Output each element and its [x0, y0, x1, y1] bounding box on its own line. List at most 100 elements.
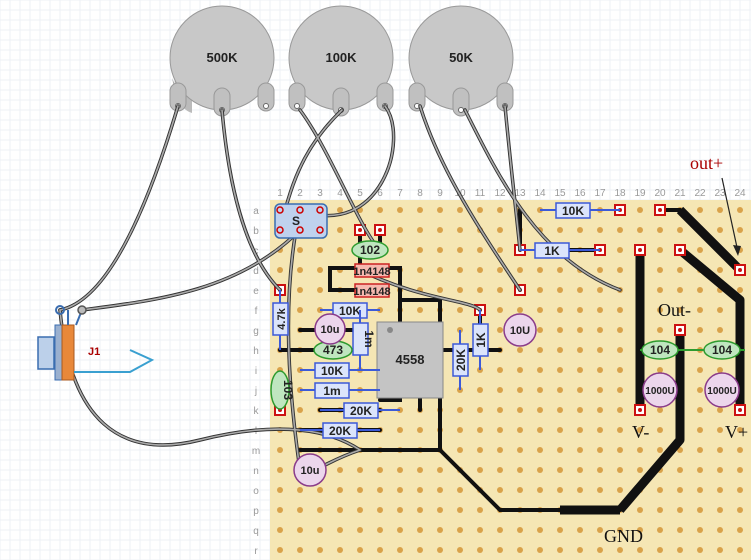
board-hole — [677, 307, 683, 313]
board-hole — [337, 467, 343, 473]
resistor-1m-h-label: 1m — [323, 384, 340, 398]
resistor-1m-h[interactable]: 1m — [300, 382, 380, 399]
board-hole — [297, 527, 303, 533]
column-label: 19 — [634, 188, 646, 199]
cap-10u-c[interactable]: 10u — [293, 453, 327, 487]
row-label: q — [253, 526, 259, 537]
resistor-20k-a[interactable]: 20K — [320, 402, 400, 419]
pot-100k[interactable]: 100K — [288, 5, 394, 117]
board-hole — [517, 267, 523, 273]
board-hole — [617, 247, 623, 253]
resistor-4-7k-label: 4.7k — [276, 307, 288, 329]
ic-4558[interactable]: 4558 — [376, 321, 444, 399]
resistor-20k-b[interactable]: 20K — [300, 422, 380, 439]
resistor-10k-left-label: 10K — [339, 304, 361, 318]
board-hole — [497, 547, 503, 553]
cap-102[interactable]: 102 — [351, 240, 389, 260]
board-hole — [617, 267, 623, 273]
resistor-10k-top[interactable]: 10K — [540, 202, 620, 219]
arrow-out-plus — [721, 177, 739, 253]
board-hole — [357, 527, 363, 533]
board-hole — [697, 387, 703, 393]
diode-2[interactable]: 1n4148 — [353, 283, 391, 298]
board-hole — [377, 547, 383, 553]
board-hole — [477, 387, 483, 393]
board-hole — [397, 467, 403, 473]
board-hole — [337, 487, 343, 493]
board-hole — [417, 307, 423, 313]
cap-1000u-b[interactable]: 1000U — [704, 372, 740, 408]
resistor-1k-top[interactable]: 1K — [520, 242, 600, 259]
diode-1[interactable]: 1n4148 — [353, 263, 391, 278]
label-out-plus: out+ — [690, 153, 723, 173]
cap-102-label: 102 — [360, 243, 380, 257]
board-hole — [717, 367, 723, 373]
board-hole — [457, 487, 463, 493]
cap-1000u-b-label: 1000U — [707, 386, 736, 397]
board-hole — [397, 527, 403, 533]
cap-104-a[interactable]: 104 — [640, 340, 680, 360]
board-hole — [537, 427, 543, 433]
board-hole — [517, 367, 523, 373]
board-hole — [517, 407, 523, 413]
footswitch[interactable]: S — [274, 203, 328, 239]
board-hole — [637, 427, 643, 433]
board-hole — [497, 267, 503, 273]
row-label: g — [253, 326, 259, 337]
column-label: 2 — [297, 188, 303, 199]
board-hole — [617, 547, 623, 553]
board-hole — [457, 307, 463, 313]
cap-10u-b[interactable]: 10U — [503, 313, 537, 347]
board-hole — [517, 547, 523, 553]
resistor-10k-left[interactable]: 10K — [320, 302, 380, 319]
board-hole — [477, 527, 483, 533]
label-gnd: GND — [604, 526, 643, 546]
board-hole — [737, 287, 743, 293]
jack-j1[interactable]: J1 — [37, 305, 155, 381]
solder-pad-dot — [738, 408, 742, 412]
cap-104-b[interactable]: 104 — [680, 340, 745, 360]
board-hole — [577, 387, 583, 393]
board-hole — [597, 527, 603, 533]
resistor-1m-v[interactable]: 1m — [352, 310, 376, 370]
board-hole — [637, 547, 643, 553]
resistor-20k-v[interactable]: 20K — [452, 330, 469, 390]
cap-1000u-a[interactable]: 1000U — [642, 372, 678, 408]
cap-473[interactable]: 473 — [313, 340, 353, 360]
board-hole — [737, 487, 743, 493]
board-hole — [637, 467, 643, 473]
resistor-1k-v[interactable]: 1K — [472, 310, 489, 370]
board-hole — [297, 247, 303, 253]
row-label: j — [254, 386, 257, 397]
board-hole — [537, 407, 543, 413]
board-hole — [677, 287, 683, 293]
cap-103[interactable]: 103 — [270, 370, 295, 410]
board-hole — [617, 407, 623, 413]
board-hole — [557, 307, 563, 313]
board-hole — [717, 327, 723, 333]
board-hole — [697, 427, 703, 433]
board-hole — [577, 227, 583, 233]
board-hole — [577, 467, 583, 473]
column-label: 18 — [614, 188, 626, 199]
column-label: 9 — [437, 188, 443, 199]
board-hole — [657, 547, 663, 553]
board-hole — [417, 207, 423, 213]
board-hole — [717, 487, 723, 493]
pot-50k[interactable]: 50K — [408, 5, 514, 117]
board-hole — [477, 207, 483, 213]
diodes: 1n4148 1n4148 — [353, 263, 391, 298]
cap-10u-a[interactable]: 10u — [314, 313, 346, 345]
board-hole — [597, 287, 603, 293]
board-hole — [337, 527, 343, 533]
resistor-4-7k[interactable]: 4.7k — [272, 290, 289, 350]
board-hole — [537, 387, 543, 393]
board-hole — [457, 407, 463, 413]
resistor-20k-v-label: 20K — [454, 349, 468, 371]
resistor-10k-mid[interactable]: 10K — [300, 362, 380, 379]
board-hole — [577, 547, 583, 553]
pot-500k[interactable]: 500K — [169, 5, 275, 117]
board-hole — [557, 287, 563, 293]
column-label: 24 — [734, 188, 746, 199]
